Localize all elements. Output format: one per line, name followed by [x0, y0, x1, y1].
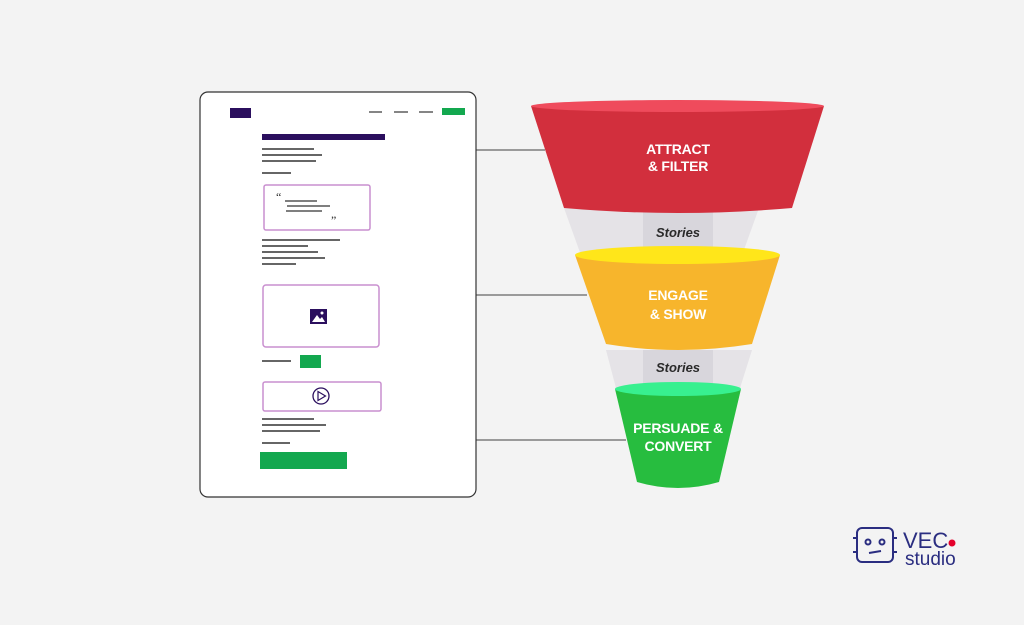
funnel-stage-attract [531, 106, 824, 213]
video-box [262, 381, 382, 412]
image-icon [310, 309, 327, 324]
landing-page-mockup: “ ” [199, 91, 477, 498]
funnel-stage-engage-top [575, 246, 780, 264]
testimonial-box [263, 184, 371, 231]
stories-tag-lower [643, 350, 713, 386]
funnel: ATTRACT & FILTER ENGAGE & SHOW PERSUADE … [531, 100, 824, 488]
stage-attract-line2: & FILTER [648, 158, 708, 174]
text-block [262, 418, 326, 444]
stage-persuade-line2: CONVERT [644, 438, 712, 454]
page-headline [262, 134, 385, 140]
funnel-stage-persuade-top [615, 382, 741, 396]
quote-icon: “ ” [276, 190, 336, 227]
page-logo-block [230, 108, 251, 118]
svg-text:“: “ [276, 190, 281, 204]
funnel-stage-attract-top [531, 100, 824, 112]
nav-cta-button [442, 108, 465, 115]
quote-text [285, 200, 330, 212]
logo-brand-text: VEC [903, 528, 948, 553]
image-box [262, 284, 380, 348]
page-frame [199, 91, 477, 498]
svg-text:”: ” [331, 213, 336, 227]
play-icon [312, 387, 330, 405]
stage-attract-line1: ATTRACT [646, 141, 710, 157]
stage-engage-line2: & SHOW [650, 306, 707, 322]
small-cta-button [300, 355, 321, 368]
funnel-stage-persuade [615, 389, 741, 488]
stories-label-upper: Stories [656, 225, 700, 240]
stories-label-lower: Stories [656, 360, 700, 375]
stage-persuade-line1: PERSUADE & [633, 420, 723, 436]
text-block [262, 148, 322, 174]
text-block [262, 239, 340, 265]
stage-engage-line1: ENGAGE [648, 287, 707, 303]
main-cta-button [260, 452, 347, 469]
logo-sub-text: studio [905, 549, 956, 570]
vec-studio-logo: VEC studio [853, 527, 956, 570]
funnel-stage-engage [575, 255, 780, 350]
robot-face-icon [853, 527, 897, 563]
logo-red-dot [948, 539, 956, 547]
